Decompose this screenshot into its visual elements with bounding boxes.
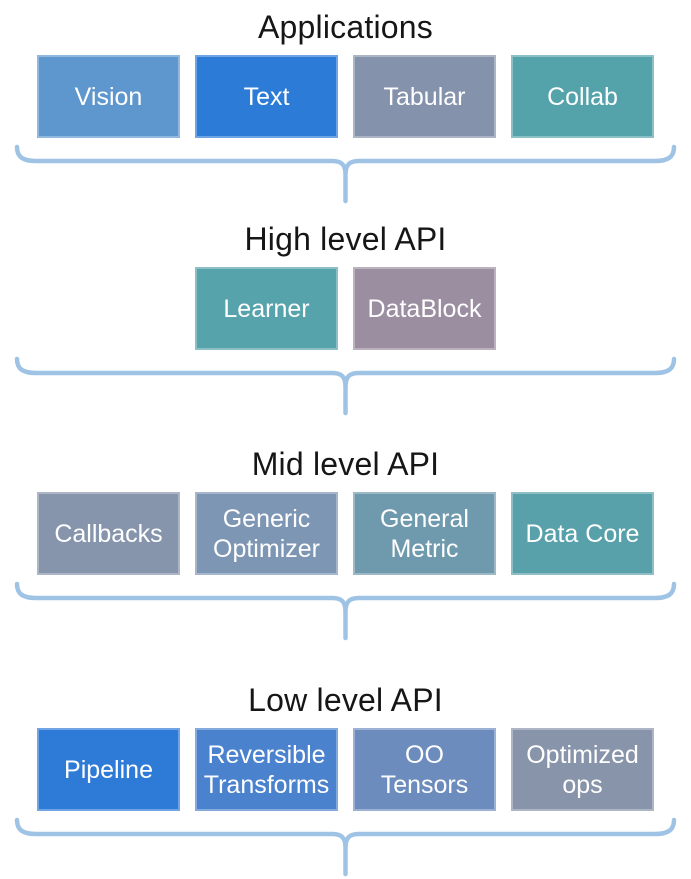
underbrace-icon xyxy=(14,356,677,416)
section-high-level-api: High level API Learner DataBlock xyxy=(0,212,691,416)
section-title-mid-level-api: Mid level API xyxy=(251,446,440,482)
section-low-level-api: Low level API Pipeline Reversible Transf… xyxy=(0,673,691,877)
box-datablock: DataBlock xyxy=(353,267,496,350)
box-generic-optimizer: Generic Optimizer xyxy=(195,492,338,575)
box-data-core: Data Core xyxy=(511,492,654,575)
box-text: Text xyxy=(195,55,338,138)
section-title-applications: Applications xyxy=(258,9,433,45)
box-row-high-level: Learner DataBlock xyxy=(0,267,691,350)
box-row-mid-level: Callbacks Generic Optimizer General Metr… xyxy=(0,492,691,575)
box-reversible-transforms: Reversible Transforms xyxy=(195,728,338,811)
box-vision: Vision xyxy=(37,55,180,138)
underbrace-icon xyxy=(14,144,677,204)
box-row-applications: Vision Text Tabular Collab xyxy=(0,55,691,138)
underbrace-icon xyxy=(14,581,677,641)
box-learner: Learner xyxy=(195,267,338,350)
box-callbacks: Callbacks xyxy=(37,492,180,575)
box-optimized-ops: Optimized ops xyxy=(511,728,654,811)
underbrace-icon xyxy=(14,817,677,877)
box-pipeline: Pipeline xyxy=(37,728,180,811)
box-collab: Collab xyxy=(511,55,654,138)
box-row-low-level: Pipeline Reversible Transforms OO Tensor… xyxy=(0,728,691,811)
box-tabular: Tabular xyxy=(353,55,496,138)
section-title-low-level-api: Low level API xyxy=(248,682,443,718)
section-title-high-level-api: High level API xyxy=(244,221,447,257)
box-general-metric: General Metric xyxy=(353,492,496,575)
box-oo-tensors: OO Tensors xyxy=(353,728,496,811)
section-applications: Applications Vision Text Tabular Collab xyxy=(0,0,691,204)
section-mid-level-api: Mid level API Callbacks Generic Optimize… xyxy=(0,437,691,641)
